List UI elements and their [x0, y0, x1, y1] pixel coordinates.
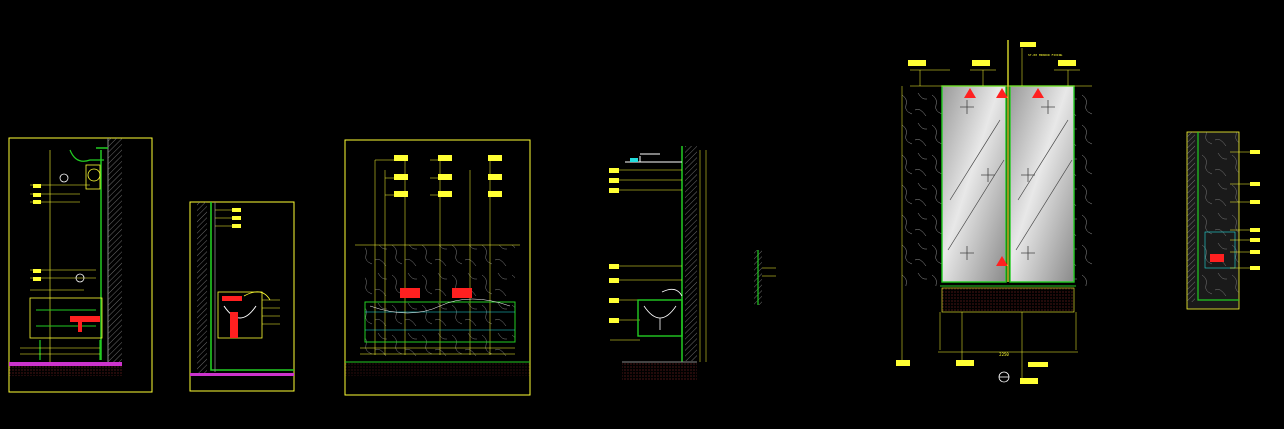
marble-wall-left [902, 86, 942, 286]
section-detail-6[interactable] [1186, 131, 1260, 310]
mirror-panel-right [1010, 86, 1074, 282]
vanity-counter [29, 297, 103, 339]
overall-width-dimension: 2250 [999, 352, 1009, 357]
basin-section [217, 291, 263, 339]
wall-hatch [108, 138, 122, 363]
mirror-fixing-label: ST-00 MIRROR FIXING [1028, 53, 1063, 57]
sheet-frame-2 [189, 201, 295, 392]
sheet-frame-3 [344, 139, 531, 396]
vanity-counter-marble [942, 288, 1074, 312]
wall-finish-line [96, 147, 108, 360]
elevation-vanity[interactable] [344, 139, 531, 396]
mirror-panel-left [942, 86, 1006, 282]
small-detail-fragment [754, 250, 776, 305]
section-detail-1[interactable] [8, 137, 153, 393]
section-detail-2[interactable] [189, 201, 295, 392]
mirror-elevation[interactable]: 2250 ST-00 MIRROR FIXING [896, 40, 1092, 384]
basin-cabinet [637, 299, 683, 337]
sheet-frame-1 [8, 137, 153, 393]
section-detail-4[interactable] [609, 146, 707, 380]
vanity-top [364, 301, 516, 343]
marble-wall-right [1074, 86, 1092, 286]
